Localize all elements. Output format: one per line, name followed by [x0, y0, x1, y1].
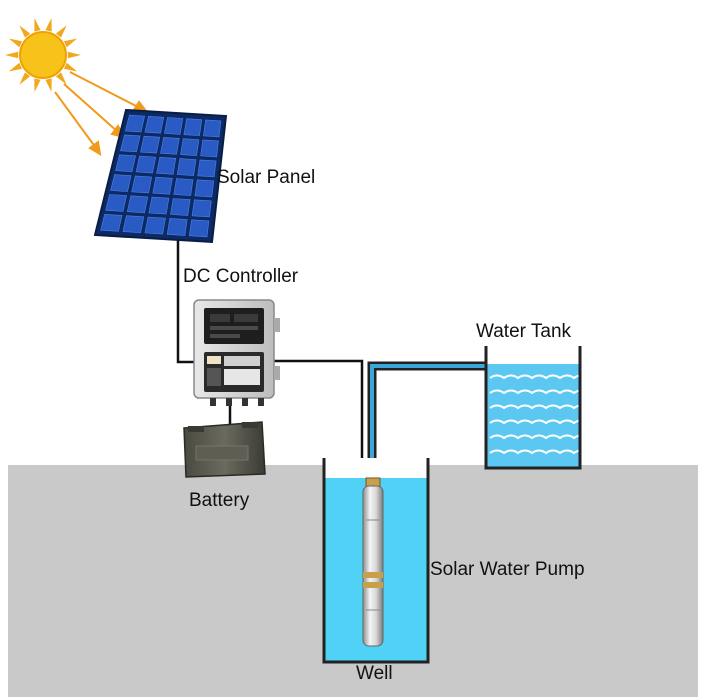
- battery: [183, 421, 266, 478]
- dc-controller-label: DC Controller: [183, 266, 299, 287]
- solar-water-pump: [362, 477, 384, 647]
- water-tank: [484, 346, 589, 470]
- battery-label: Battery: [189, 490, 250, 511]
- sun-icon: [5, 18, 81, 92]
- solar-water-pump-label: Solar Water Pump: [430, 559, 585, 580]
- water-tank-label: Water Tank: [476, 321, 572, 342]
- water-pipe: [367, 361, 488, 480]
- solar-panel-label: Solar Panel: [217, 167, 316, 188]
- dc-controller: [193, 299, 280, 406]
- solar-panel: [93, 108, 228, 244]
- well-label: Well: [356, 663, 393, 684]
